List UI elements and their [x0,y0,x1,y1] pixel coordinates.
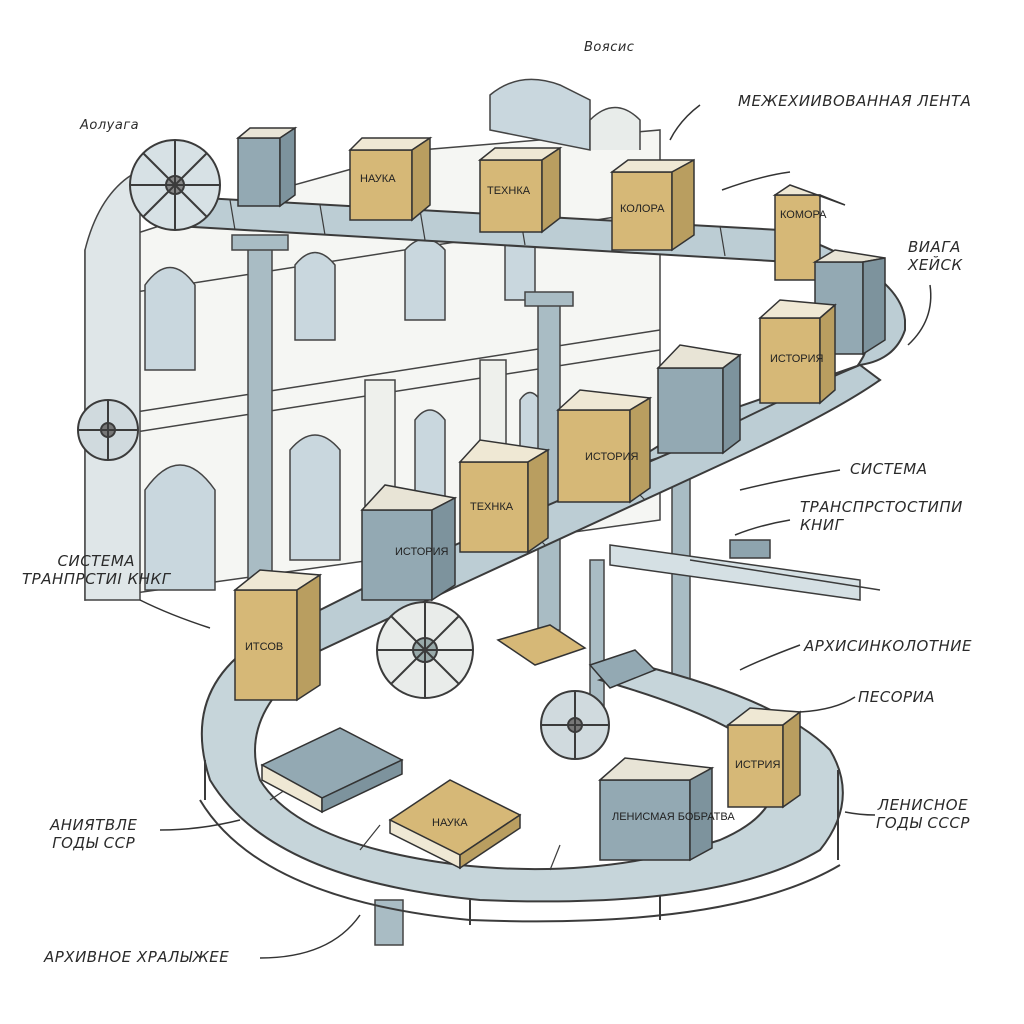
book-low-5 [496,624,657,689]
label-right-upper-line2: ХЕЙСК [908,256,963,274]
book-mid-1 [758,299,837,405]
label-anniv-years-line2: ГОДЫ ССР [52,834,136,852]
book-label-8: ИТСОВ [245,641,283,653]
book-label-9: НАУКА [432,817,468,829]
label-belt-name: МЕЖЕХИИВОВАННАЯ ЛЕНТА [738,92,972,110]
book-low-2 [388,779,522,870]
book-label-10: ЛЕНИСМАЯ БОБРАТВА [612,811,735,823]
book-top-2 [348,136,433,222]
book-low-3 [598,757,715,862]
label-transport-books-line2: КНИГ [800,516,844,534]
label-pesoria: ПЕСОРИА [858,688,936,706]
side-conveyor [609,539,881,601]
book-label-12: КОЛОРА [620,203,665,215]
label-lenin-years: ЛЕНИСНОЕ ГОДЫ СССР [876,796,970,832]
book-top-1 [235,126,298,208]
gear-lower [540,690,610,760]
book-mid-2 [656,344,742,455]
book-mid-5 [360,484,458,602]
book-mid-3 [556,389,653,504]
book-top-3 [477,146,563,234]
label-lenin-years-line1: ЛЕНИСНОЕ [877,796,969,814]
book-label-4: ИСТОРИЯ [770,353,824,365]
label-anniv-years: АНИЯТВЛЕ ГОДЫ ССР [50,816,137,852]
label-right-upper-line1: ВИАГА [908,238,961,256]
label-system-left-line1: СИСТЕМА [57,552,136,570]
label-transport-books-line1: ТРАНСПРСТОСТИПИ [800,498,963,516]
book-label-13: КОМОРА [780,209,827,221]
book-label-7: ИСТОРИЯ [395,546,449,558]
gear-large-center [376,601,474,699]
label-archive-right: АРХИСИНКОЛОТНИЕ [804,637,972,655]
label-archive-storage: АРХИВНОЕ ХРАЛЫЖЕЕ [44,948,230,966]
book-mid-4 [458,439,551,554]
label-transport-books: ТРАНСПРСТОСТИПИ КНИГ [800,498,963,534]
book-label-11: ИСТРИЯ [735,759,780,771]
label-system-left-line2: ТРАНПРСТИI КНКГ [22,570,171,588]
label-lenin-years-line2: ГОДЫ СССР [876,814,970,832]
label-anniv-years-line1: АНИЯТВЛЕ [50,816,138,834]
label-top-center: Воясис [584,40,635,55]
book-low-1 [260,727,404,814]
leader-lines [139,104,932,959]
label-right-upper: ВИАГА ХЕЙСК [908,238,963,274]
label-system-left: СИСТЕМА ТРАНПРСТИI КНКГ [22,552,171,588]
book-low-4 [725,707,803,809]
book-label-5: ИСТОРИЯ [585,451,639,463]
book-mid-6 [232,569,323,702]
book-top-4 [609,158,695,252]
label-sistema-right: СИСТЕМА [850,460,928,478]
book-top-5 [772,184,846,281]
gear-top-left [129,139,221,231]
book-label-2: ТЕХНКА [487,185,531,197]
book-label-6: ТЕХНКА [470,501,514,513]
label-top-left: Aолуaга [80,118,140,133]
gear-left-wall [77,399,139,461]
book-label-1: НАУКА [360,173,396,185]
